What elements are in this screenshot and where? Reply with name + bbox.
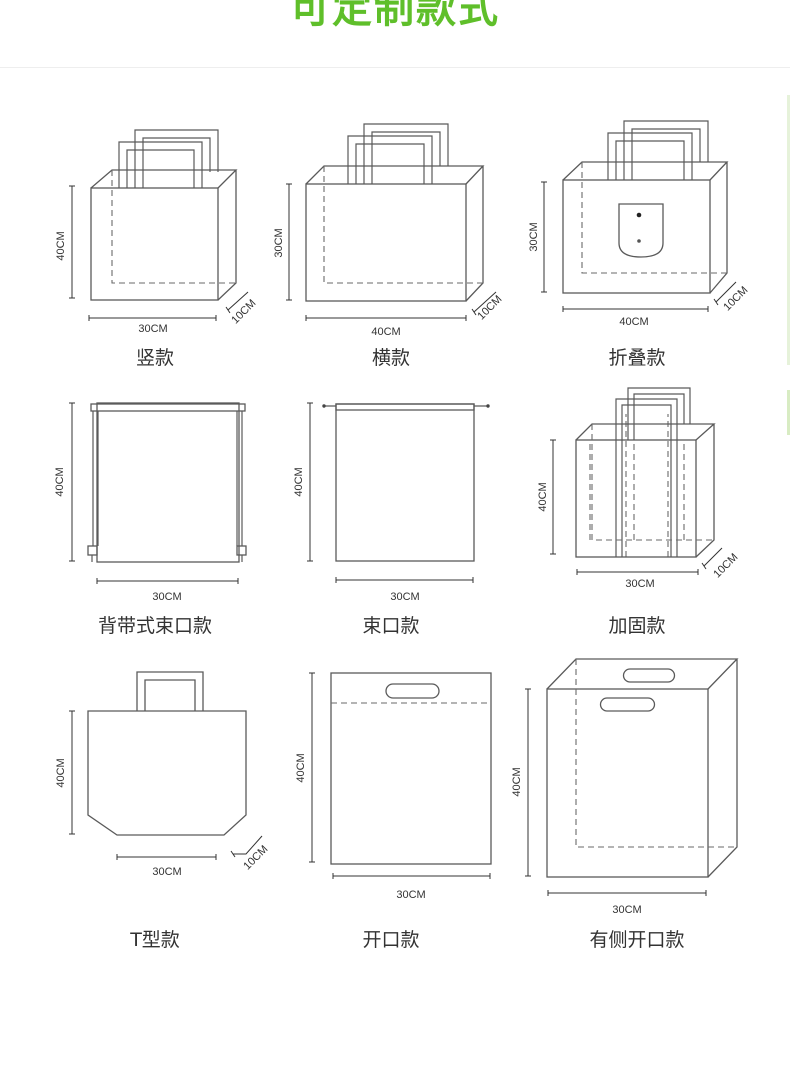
bag-diagram-vertical: 40CM 30CM 10CM	[55, 129, 258, 335]
bag-diagram-reinforced: 40CM 30CM 10CM	[537, 387, 740, 590]
dim-height: 40CM	[295, 753, 307, 782]
bag-diagram-strap-drawstring: 40CM 30CM	[54, 402, 247, 603]
dim-depth: 10CM	[721, 284, 750, 313]
dim-height: 40CM	[511, 767, 523, 796]
style-label-open-cut: 开口款	[362, 929, 420, 951]
dim-width: 30CM	[152, 591, 181, 603]
style-label-horizontal: 横款	[371, 347, 410, 369]
dim-width: 30CM	[396, 889, 425, 901]
edge-mark-2	[787, 390, 790, 435]
dim-width: 40CM	[371, 326, 400, 338]
style-label-side-gusset: 有侧开口款	[589, 929, 685, 951]
edge-mark-1	[787, 95, 790, 365]
dim-width: 30CM	[612, 904, 641, 916]
dim-width: 40CM	[619, 316, 648, 328]
style-label-vertical: 竖款	[135, 347, 174, 369]
dim-width: 30CM	[138, 323, 167, 335]
bag-diagram-t-shape: 40CM 30CM 10CM	[55, 671, 270, 878]
page-title: 可定制款式	[290, 0, 500, 32]
dim-height: 40CM	[537, 482, 549, 511]
bag-diagram-horizontal: 30CM 40CM 10CM	[273, 123, 504, 338]
dim-height: 30CM	[528, 222, 540, 251]
bag-diagram-folding: 30CM 40CM 10CM	[528, 120, 750, 328]
dim-height: 40CM	[55, 758, 67, 787]
bag-diagram-drawstring: 40CM 30CM	[293, 402, 490, 603]
bag-diagram-side-gusset: 40CM 30CM	[511, 658, 739, 916]
dim-width: 30CM	[390, 591, 419, 603]
dim-width: 30CM	[625, 578, 654, 590]
dim-height: 40CM	[55, 231, 67, 260]
style-label-drawstring: 束口款	[362, 615, 420, 637]
dim-height: 40CM	[293, 467, 305, 496]
dim-depth: 10CM	[241, 843, 270, 872]
dim-width: 30CM	[152, 866, 181, 878]
dim-depth: 10CM	[711, 551, 740, 580]
style-label-reinforced: 加固款	[608, 615, 666, 637]
dim-height: 30CM	[273, 228, 285, 257]
style-label-folding: 折叠款	[608, 347, 666, 369]
style-label-strap-drawstring: 背带式束口款	[97, 615, 212, 637]
dim-height: 40CM	[54, 467, 66, 496]
dim-depth: 10CM	[229, 297, 258, 326]
bag-diagram-open-cut: 40CM 30CM	[295, 672, 492, 901]
header-divider	[0, 67, 790, 68]
style-label-t-shape: T型款	[130, 929, 180, 951]
